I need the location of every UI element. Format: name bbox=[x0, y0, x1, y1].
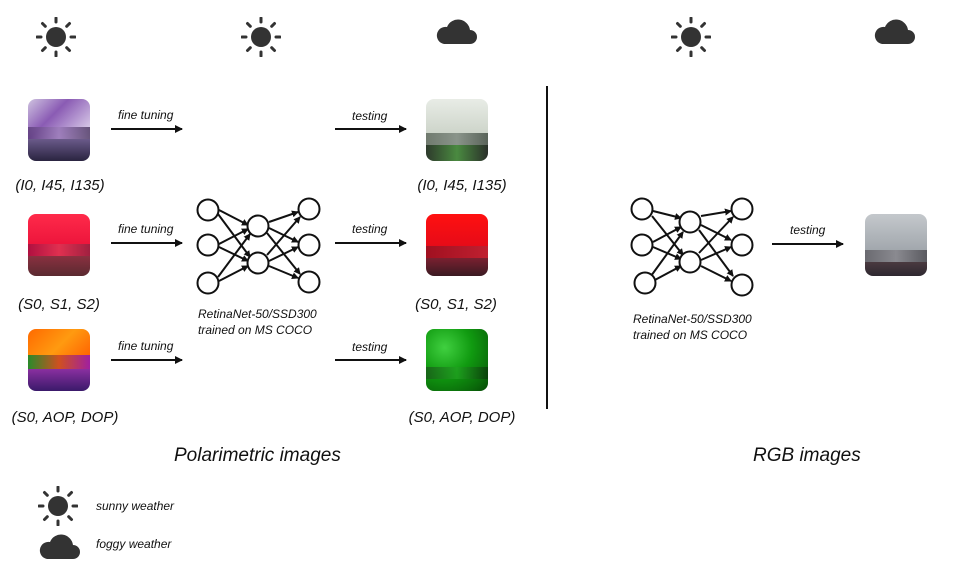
testing-label: testing bbox=[352, 340, 388, 354]
cloud-icon bbox=[874, 17, 916, 45]
input-label: (S0, AOP, DOP) bbox=[11, 409, 119, 426]
output-image-aop-dop bbox=[426, 329, 488, 391]
testing-label: testing bbox=[790, 223, 826, 237]
output-image-stokes bbox=[426, 214, 488, 276]
network-label-rgb: RetinaNet-50/SSD300 trained on MS COCO bbox=[633, 311, 752, 343]
fine-tuning-label: fine tuning bbox=[118, 339, 174, 353]
cloud-icon bbox=[436, 17, 478, 45]
network-label-line1: RetinaNet-50/SSD300 bbox=[633, 312, 752, 326]
output-label: (S0, AOP, DOP) bbox=[408, 409, 516, 426]
input-image-intensity bbox=[28, 99, 90, 161]
section-title-polarimetric: Polarimetric images bbox=[174, 445, 341, 466]
legend-sunny-label: sunny weather bbox=[96, 499, 175, 513]
legend-foggy-label: foggy weather bbox=[96, 537, 172, 551]
output-image-intensity bbox=[426, 99, 488, 161]
input-label: (S0, S1, S2) bbox=[18, 296, 100, 313]
input-image-aop-dop bbox=[28, 329, 90, 391]
fine-tuning-label: fine tuning bbox=[118, 108, 174, 122]
output-label: (S0, S1, S2) bbox=[415, 296, 497, 313]
input-image-stokes bbox=[28, 214, 90, 276]
rgb-test-image bbox=[865, 214, 927, 276]
testing-label: testing bbox=[352, 109, 388, 123]
network-label-polarimetric: RetinaNet-50/SSD300 trained on MS COCO bbox=[198, 306, 317, 338]
network-label-line2: trained on MS COCO bbox=[198, 323, 313, 337]
legend-sun-icon bbox=[38, 486, 78, 526]
fine-tuning-label: fine tuning bbox=[118, 222, 174, 236]
output-label: (I0, I45, I135) bbox=[417, 177, 507, 194]
input-label: (I0, I45, I135) bbox=[15, 177, 105, 194]
sun-icon bbox=[241, 17, 281, 57]
network-label-line2: trained on MS COCO bbox=[633, 328, 748, 342]
testing-label: testing bbox=[352, 222, 388, 236]
neural-network-rgb bbox=[630, 197, 754, 297]
sun-icon bbox=[671, 17, 711, 57]
section-title-rgb: RGB images bbox=[753, 445, 861, 466]
section-divider bbox=[546, 86, 548, 409]
legend-cloud-icon bbox=[39, 532, 81, 560]
network-label-line1: RetinaNet-50/SSD300 bbox=[198, 307, 317, 321]
sun-icon bbox=[36, 17, 76, 57]
neural-network-polarimetric bbox=[196, 197, 321, 295]
